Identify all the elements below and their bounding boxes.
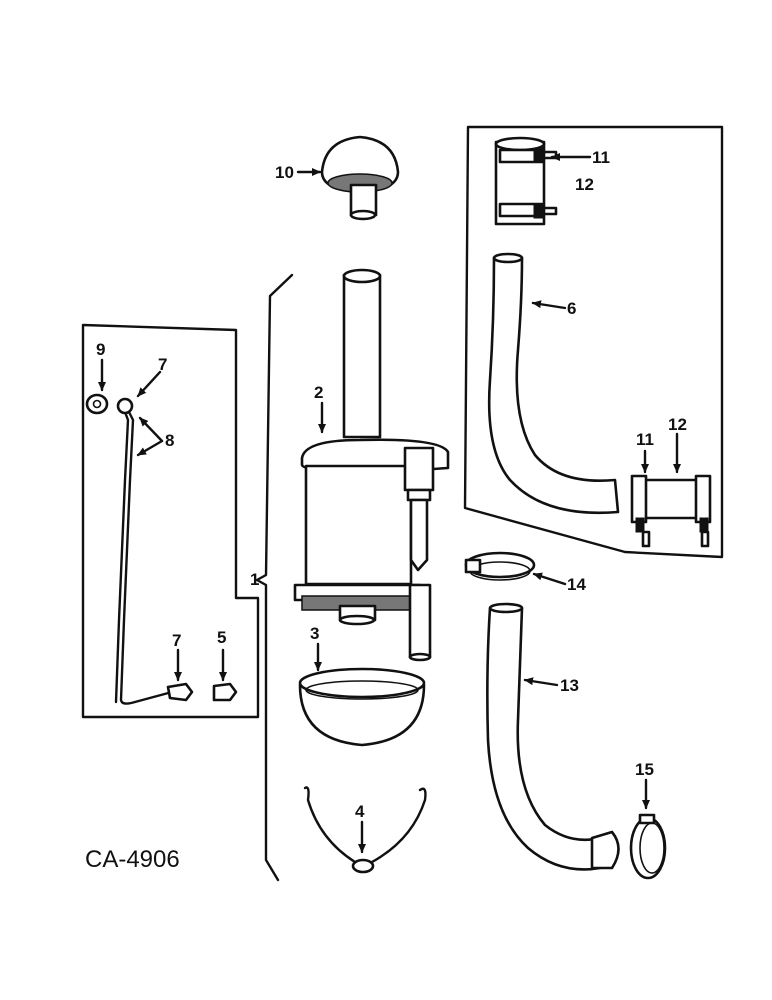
air-cleaner-body bbox=[293, 268, 450, 662]
callout-10: 10 bbox=[275, 163, 294, 182]
elbow-fitting bbox=[212, 682, 238, 702]
callout-9: 9 bbox=[96, 340, 105, 359]
precleaner-cap bbox=[320, 135, 400, 221]
oil-cup bbox=[298, 667, 426, 747]
right-group-frame bbox=[463, 125, 724, 559]
upper-hose-coupling bbox=[494, 136, 558, 226]
callout-12-upper: 12 bbox=[575, 175, 594, 194]
upper-hose bbox=[487, 252, 620, 515]
bail-clamp bbox=[303, 786, 427, 874]
diagram-code: CA-4906 bbox=[85, 846, 180, 873]
callout-12-lower: 12 bbox=[668, 415, 687, 434]
callout-3: 3 bbox=[310, 624, 319, 643]
callout-7-lower: 7 bbox=[172, 631, 181, 650]
callout-15: 15 bbox=[635, 760, 654, 779]
breather-tube bbox=[114, 397, 194, 705]
callout-4: 4 bbox=[355, 802, 365, 821]
cap-nut bbox=[85, 393, 109, 415]
assembly-bracket bbox=[255, 273, 294, 882]
leader-lines bbox=[98, 153, 681, 854]
hose-clamp-upper bbox=[464, 551, 536, 581]
callout-2: 2 bbox=[314, 383, 323, 402]
callout-13: 13 bbox=[560, 676, 579, 695]
callout-1: 1 bbox=[250, 570, 259, 589]
callout-11-lower: 11 bbox=[636, 430, 654, 449]
callout-8: 8 bbox=[165, 431, 174, 450]
callout-11-upper: 11 bbox=[592, 148, 610, 167]
left-group-frame bbox=[81, 323, 260, 719]
hose-clamp-lower bbox=[629, 813, 667, 880]
callout-7-upper: 7 bbox=[158, 355, 167, 374]
callout-14: 14 bbox=[567, 575, 586, 594]
lower-hose-coupling bbox=[630, 474, 712, 548]
callout-5: 5 bbox=[217, 628, 226, 647]
callout-6: 6 bbox=[567, 299, 576, 318]
lower-hose bbox=[486, 602, 620, 871]
